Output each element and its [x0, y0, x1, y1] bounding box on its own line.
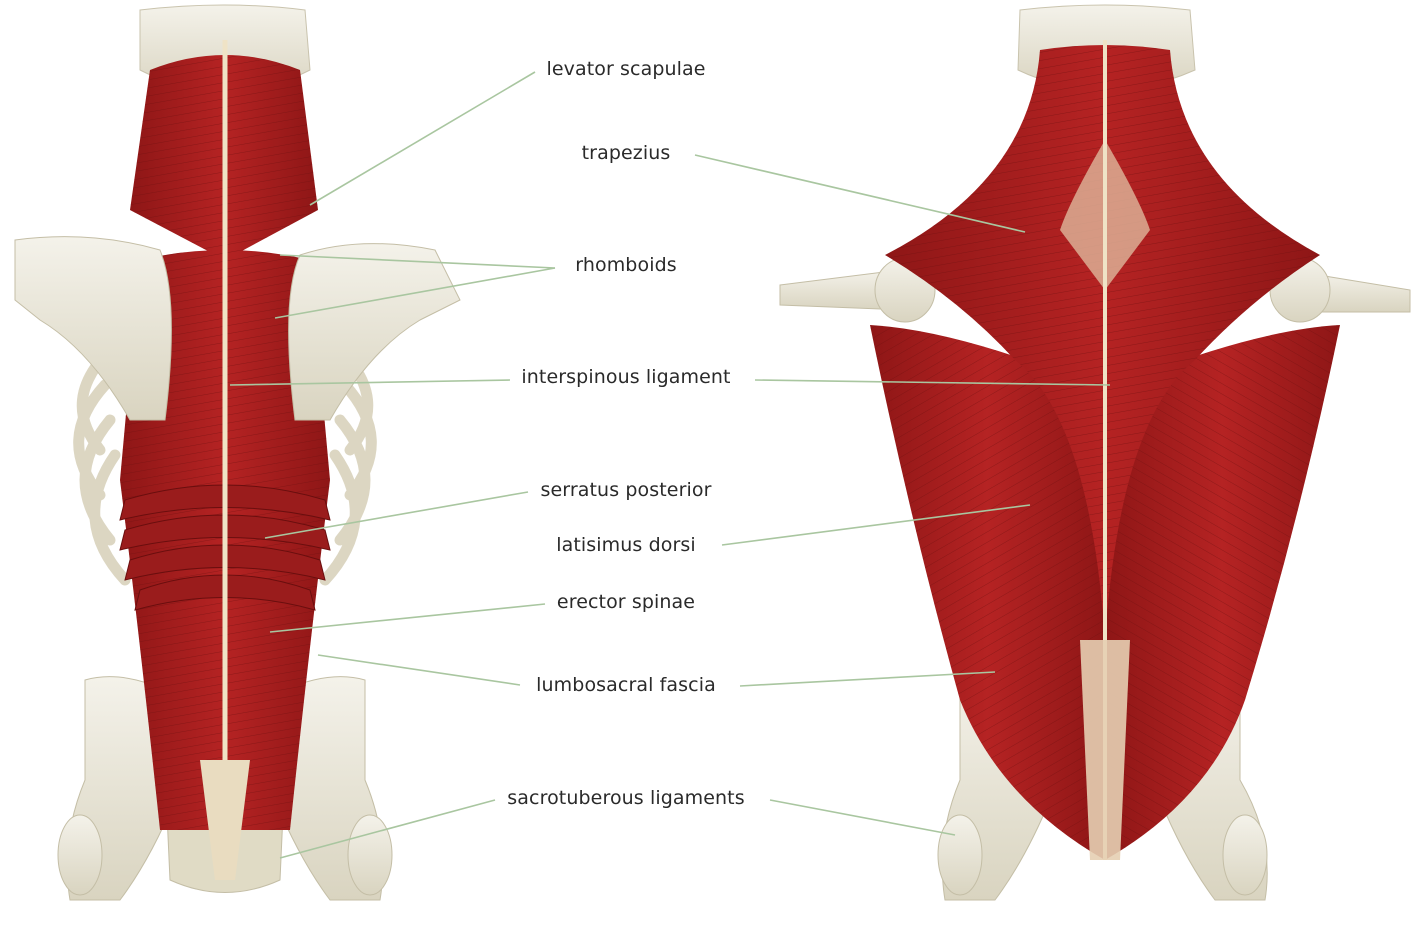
leader-levator-scapulae	[310, 72, 535, 205]
label-serratus-posterior: serratus posterior	[540, 481, 711, 500]
label-levator-scapulae: levator scapulae	[546, 60, 705, 79]
label-trapezius: trapezius	[582, 144, 671, 163]
label-rhomboids: rhomboids	[575, 256, 676, 275]
label-interspinous-ligament: interspinous ligament	[521, 368, 730, 387]
left-figure-deep-back	[15, 5, 460, 900]
leader-sacrotuberous-right	[770, 800, 955, 835]
right-figure-superficial-back	[780, 5, 1410, 900]
label-latisimus-dorsi: latisimus dorsi	[556, 536, 696, 555]
label-erector-spinae: erector spinae	[557, 593, 695, 612]
label-sacrotuberous-ligaments: sacrotuberous ligaments	[507, 789, 744, 808]
label-lumbosacral-fascia: lumbosacral fascia	[536, 676, 716, 695]
